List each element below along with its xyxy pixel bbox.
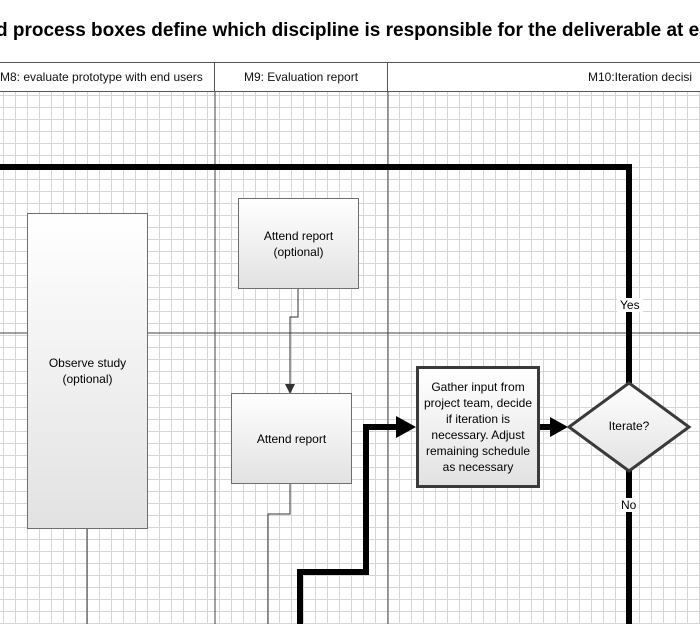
thick-input-arrowhead [396, 416, 416, 438]
decision-label: Iterate? [608, 419, 650, 433]
column-header-m9: M9: Evaluation report [215, 63, 388, 91]
thin-connector-optional-to-report [285, 289, 299, 394]
thin-connector-report-down [267, 484, 291, 624]
gather-input-box: Gather input from project team, decide i… [416, 366, 540, 488]
observe-study-box: Observe study (optional) [27, 213, 148, 529]
yes-branch-label: Yes [617, 298, 643, 312]
column-header-m8: M8: evaluate prototype with end users [0, 63, 215, 91]
attend-report-optional-box: Attend report (optional) [238, 198, 359, 289]
gather-input-label: Gather input from project team, decide i… [423, 380, 533, 474]
column-header-m10: M10:Iteration decisi [588, 70, 693, 84]
no-branch-label: No [618, 498, 640, 512]
diagram-title: d process boxes define which discipline … [0, 20, 700, 41]
observe-study-label: Observe study (optional) [48, 356, 127, 386]
thick-input-connector [297, 424, 398, 624]
attend-report-box: Attend report [231, 393, 352, 484]
attend-report-optional-label: Attend report (optional) [263, 228, 334, 259]
gather-to-decision-arrowhead [550, 417, 568, 437]
attend-report-label: Attend report [256, 431, 327, 446]
decision-diamond [566, 381, 692, 473]
phase-header-row: M8: evaluate prototype with end users M9… [0, 62, 700, 92]
diagram-title-bar: d process boxes define which discipline … [0, 0, 700, 62]
